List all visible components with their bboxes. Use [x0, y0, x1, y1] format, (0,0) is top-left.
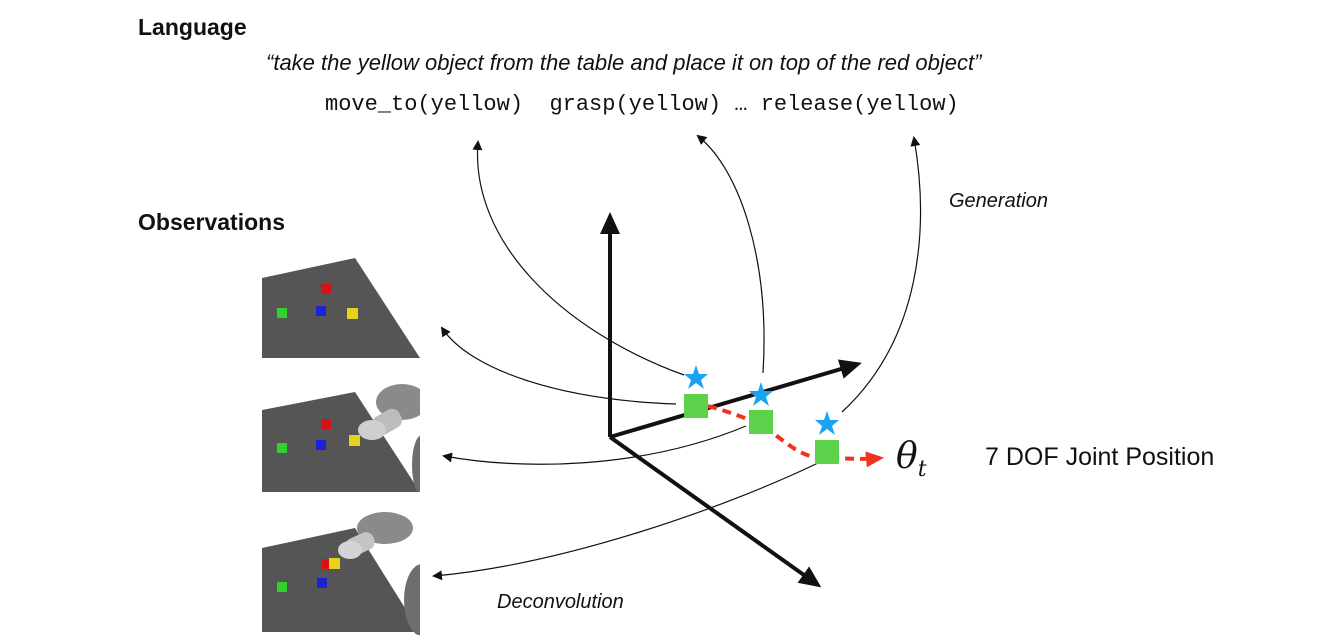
deconvolution-arrow-2: [442, 425, 747, 465]
generation-label: Generation: [949, 190, 1048, 212]
green-cube: [277, 308, 287, 318]
generation-arrows: [472, 134, 922, 413]
deconvolution-label: Deconvolution: [497, 591, 624, 613]
stars: [684, 365, 839, 435]
yellow-cube: [347, 308, 358, 319]
blue-cube: [317, 578, 327, 588]
command-move-to: move_to(yellow): [325, 92, 524, 117]
command-sequence: move_to(yellow) grasp(yellow) … release(…: [325, 92, 959, 117]
language-heading: Language: [138, 14, 247, 40]
robot-arm: [358, 384, 420, 492]
latent-point-2: [749, 410, 773, 434]
command-ellipsis: …: [734, 92, 748, 117]
robot-arm: [338, 512, 420, 635]
command-release: release(yellow): [760, 92, 959, 117]
blue-cube: [316, 306, 326, 316]
deconvolution-arrows: [432, 326, 819, 581]
deconvolution-arrow-1: [440, 326, 677, 405]
observations-heading: Observations: [138, 209, 285, 235]
red-cube: [321, 284, 331, 294]
star-1: [684, 365, 708, 389]
red-cube: [321, 419, 331, 429]
language-instruction: “take the yellow object from the table a…: [266, 50, 982, 75]
yellow-cube: [349, 435, 360, 446]
star-2: [749, 382, 773, 406]
observation-frame-2: [258, 380, 420, 492]
theta-symbol: θ: [896, 436, 918, 477]
table-surface: [262, 528, 420, 632]
observation-frame-1: [258, 255, 420, 359]
command-grasp: grasp(yellow): [549, 92, 722, 117]
latent-point-3: [815, 440, 839, 464]
latent-axes: [600, 212, 862, 588]
green-cube: [277, 443, 287, 453]
star-3: [815, 411, 839, 435]
theta-subscript: t: [917, 457, 927, 483]
observation-frame-3: [258, 510, 420, 635]
generation-arrow-2: [696, 134, 765, 374]
trajectory-arrow: [707, 404, 884, 468]
yellow-cube: [329, 558, 340, 569]
generation-arrow-1: [472, 140, 685, 376]
theta-label: θt: [896, 436, 927, 482]
latent-point-1: [684, 394, 708, 418]
table-surface: [262, 392, 420, 492]
deconvolution-arrow-3: [432, 462, 819, 581]
red-cube: [322, 559, 332, 569]
blue-cube: [316, 440, 326, 450]
table-surface: [262, 258, 420, 358]
depth-axis: [609, 359, 862, 439]
latent-points: [684, 394, 839, 464]
green-cube: [277, 582, 287, 592]
generation-arrow-3: [841, 136, 922, 413]
horizontal-axis: [608, 435, 822, 588]
joint-position-label: 7 DOF Joint Position: [985, 443, 1215, 471]
